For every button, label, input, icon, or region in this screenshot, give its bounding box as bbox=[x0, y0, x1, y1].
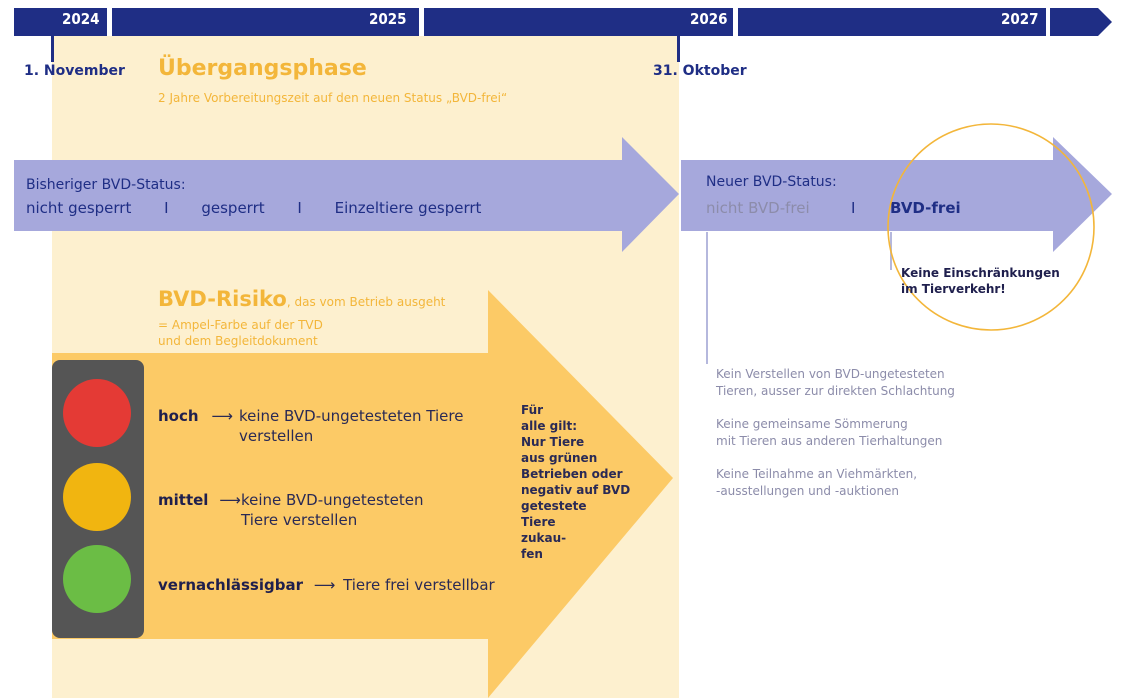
end-date-tick bbox=[677, 30, 680, 62]
old-status-not-locked: nicht gesperrt bbox=[26, 199, 132, 217]
callout-line: im Tierverkehr! bbox=[901, 282, 1006, 296]
risk-subtitle: = Ampel-Farbe auf der TVD und dem Beglei… bbox=[158, 317, 323, 349]
phase-subtitle: 2 Jahre Vorbereitungszeit auf den neuen … bbox=[158, 91, 508, 105]
restriction-line: Keine Teilnahme an Viehmärkten, bbox=[716, 467, 918, 481]
phase-title: Übergangsphase bbox=[158, 56, 367, 81]
restriction-item: Keine gemeinsame Sömmerung mit Tieren au… bbox=[716, 416, 942, 450]
new-status-label: Neuer BVD-Status: bbox=[706, 174, 837, 190]
callout-line: Keine Einschränkungen bbox=[901, 266, 1060, 280]
rule-line: Für bbox=[521, 403, 544, 417]
new-status-free: BVD-frei bbox=[890, 199, 961, 217]
red-light-icon bbox=[63, 379, 131, 447]
rule-line: aus grünen bbox=[521, 451, 598, 465]
separator: I bbox=[851, 199, 856, 217]
risk-row-medium: mittel ⟶ bbox=[158, 490, 244, 510]
risk-subtitle-line: und dem Begleitdokument bbox=[158, 334, 318, 348]
risk-row-high-text: keine BVD-ungetesteten Tiere verstellen bbox=[239, 406, 463, 446]
timeline-segment-2026 bbox=[424, 8, 733, 36]
risk-text-line: Tiere frei verstellbar bbox=[343, 576, 495, 594]
risk-arrow bbox=[52, 290, 673, 698]
restriction-line: Tieren, ausser zur direkten Schlachtung bbox=[716, 384, 955, 398]
rule-line: negativ auf BVD bbox=[521, 483, 631, 497]
restriction-item: Kein Verstellen von BVD-ungetesteten Tie… bbox=[716, 366, 955, 400]
start-date-label: 1. November bbox=[24, 63, 125, 79]
year-label-2027: 2027 bbox=[1001, 10, 1039, 28]
restriction-item: Keine Teilnahme an Viehmärkten, -ausstel… bbox=[716, 466, 917, 500]
rule-line: alle gilt: bbox=[521, 419, 577, 433]
restriction-line: -ausstellungen und -auktionen bbox=[716, 484, 900, 498]
separator: I bbox=[164, 199, 169, 217]
risk-row-high: hoch ⟶ bbox=[158, 406, 236, 426]
arrow-icon: ⟶ bbox=[313, 576, 336, 594]
old-status-arrow bbox=[14, 137, 679, 252]
new-status-arrow bbox=[681, 137, 1112, 252]
year-label-2024: 2024 bbox=[62, 10, 100, 28]
start-date-tick bbox=[51, 30, 54, 62]
restriction-line: Kein Verstellen von BVD-ungetesteten bbox=[716, 367, 945, 381]
timeline-segment-2025 bbox=[112, 8, 419, 36]
rule-line: Betrieben oder bbox=[521, 467, 623, 481]
rule-line: Nur Tiere bbox=[521, 435, 585, 449]
old-status-single-animals-locked: Einzeltiere gesperrt bbox=[334, 199, 482, 217]
risk-subtitle-line: = Ampel-Farbe auf der TVD bbox=[158, 318, 323, 332]
risk-row-negligible: vernachlässigbar ⟶ Tiere frei verstellba… bbox=[158, 575, 495, 595]
rule-line: Tiere bbox=[521, 515, 556, 529]
rule-line: zukau- bbox=[521, 531, 567, 545]
rule-for-all: Für alle gilt: Nur Tiere aus grünen Betr… bbox=[521, 402, 661, 562]
risk-text-line: Tiere verstellen bbox=[241, 511, 358, 529]
bvd-free-highlight-circle bbox=[887, 123, 1095, 331]
risk-title-suffix: , das vom Betrieb ausgeht bbox=[286, 295, 446, 309]
timeline-arrow-head bbox=[1050, 8, 1112, 36]
arrow-icon: ⟶ bbox=[211, 407, 233, 425]
old-status-values: nicht gesperrt I gesperrt I Einzeltiere … bbox=[26, 199, 481, 217]
old-status-locked: gesperrt bbox=[201, 199, 265, 217]
restriction-line: mit Tieren aus anderen Tierhaltungen bbox=[716, 434, 943, 448]
timeline-segment-2024 bbox=[14, 8, 107, 36]
risk-text-line: keine BVD-ungetesteten Tiere bbox=[239, 407, 464, 425]
risk-level-negligible: vernachlässigbar bbox=[158, 576, 303, 594]
restriction-connector-line bbox=[706, 232, 708, 364]
yellow-light-icon bbox=[63, 463, 131, 531]
year-label-2026: 2026 bbox=[690, 10, 728, 28]
risk-level-medium: mittel bbox=[158, 491, 209, 509]
risk-heading: BVD-Risiko, das vom Betrieb ausgeht bbox=[158, 287, 445, 311]
timeline-segment-2027 bbox=[738, 8, 1046, 36]
year-label-2025: 2025 bbox=[369, 10, 407, 28]
restriction-line: Keine gemeinsame Sömmerung bbox=[716, 417, 908, 431]
arrow-icon: ⟶ bbox=[219, 491, 241, 509]
new-status-not-free: nicht BVD-frei bbox=[706, 199, 810, 217]
risk-level-high: hoch bbox=[158, 407, 199, 425]
risk-title: BVD-Risiko bbox=[158, 287, 287, 311]
risk-row-medium-text: keine BVD-ungetesteten Tiere verstellen bbox=[241, 490, 424, 530]
separator: I bbox=[297, 199, 302, 217]
end-date-label: 31. Oktober bbox=[653, 63, 747, 79]
old-status-label: Bisheriger BVD-Status: bbox=[26, 177, 186, 193]
green-light-icon bbox=[63, 545, 131, 613]
risk-text-line: verstellen bbox=[239, 427, 314, 445]
rule-line: fen bbox=[521, 547, 543, 561]
status-arrows bbox=[14, 137, 1112, 252]
no-restrictions-callout: Keine Einschränkungen im Tierverkehr! bbox=[901, 265, 1060, 297]
risk-text-line: keine BVD-ungetesteten bbox=[241, 491, 424, 509]
rule-line: getestete bbox=[521, 499, 587, 513]
